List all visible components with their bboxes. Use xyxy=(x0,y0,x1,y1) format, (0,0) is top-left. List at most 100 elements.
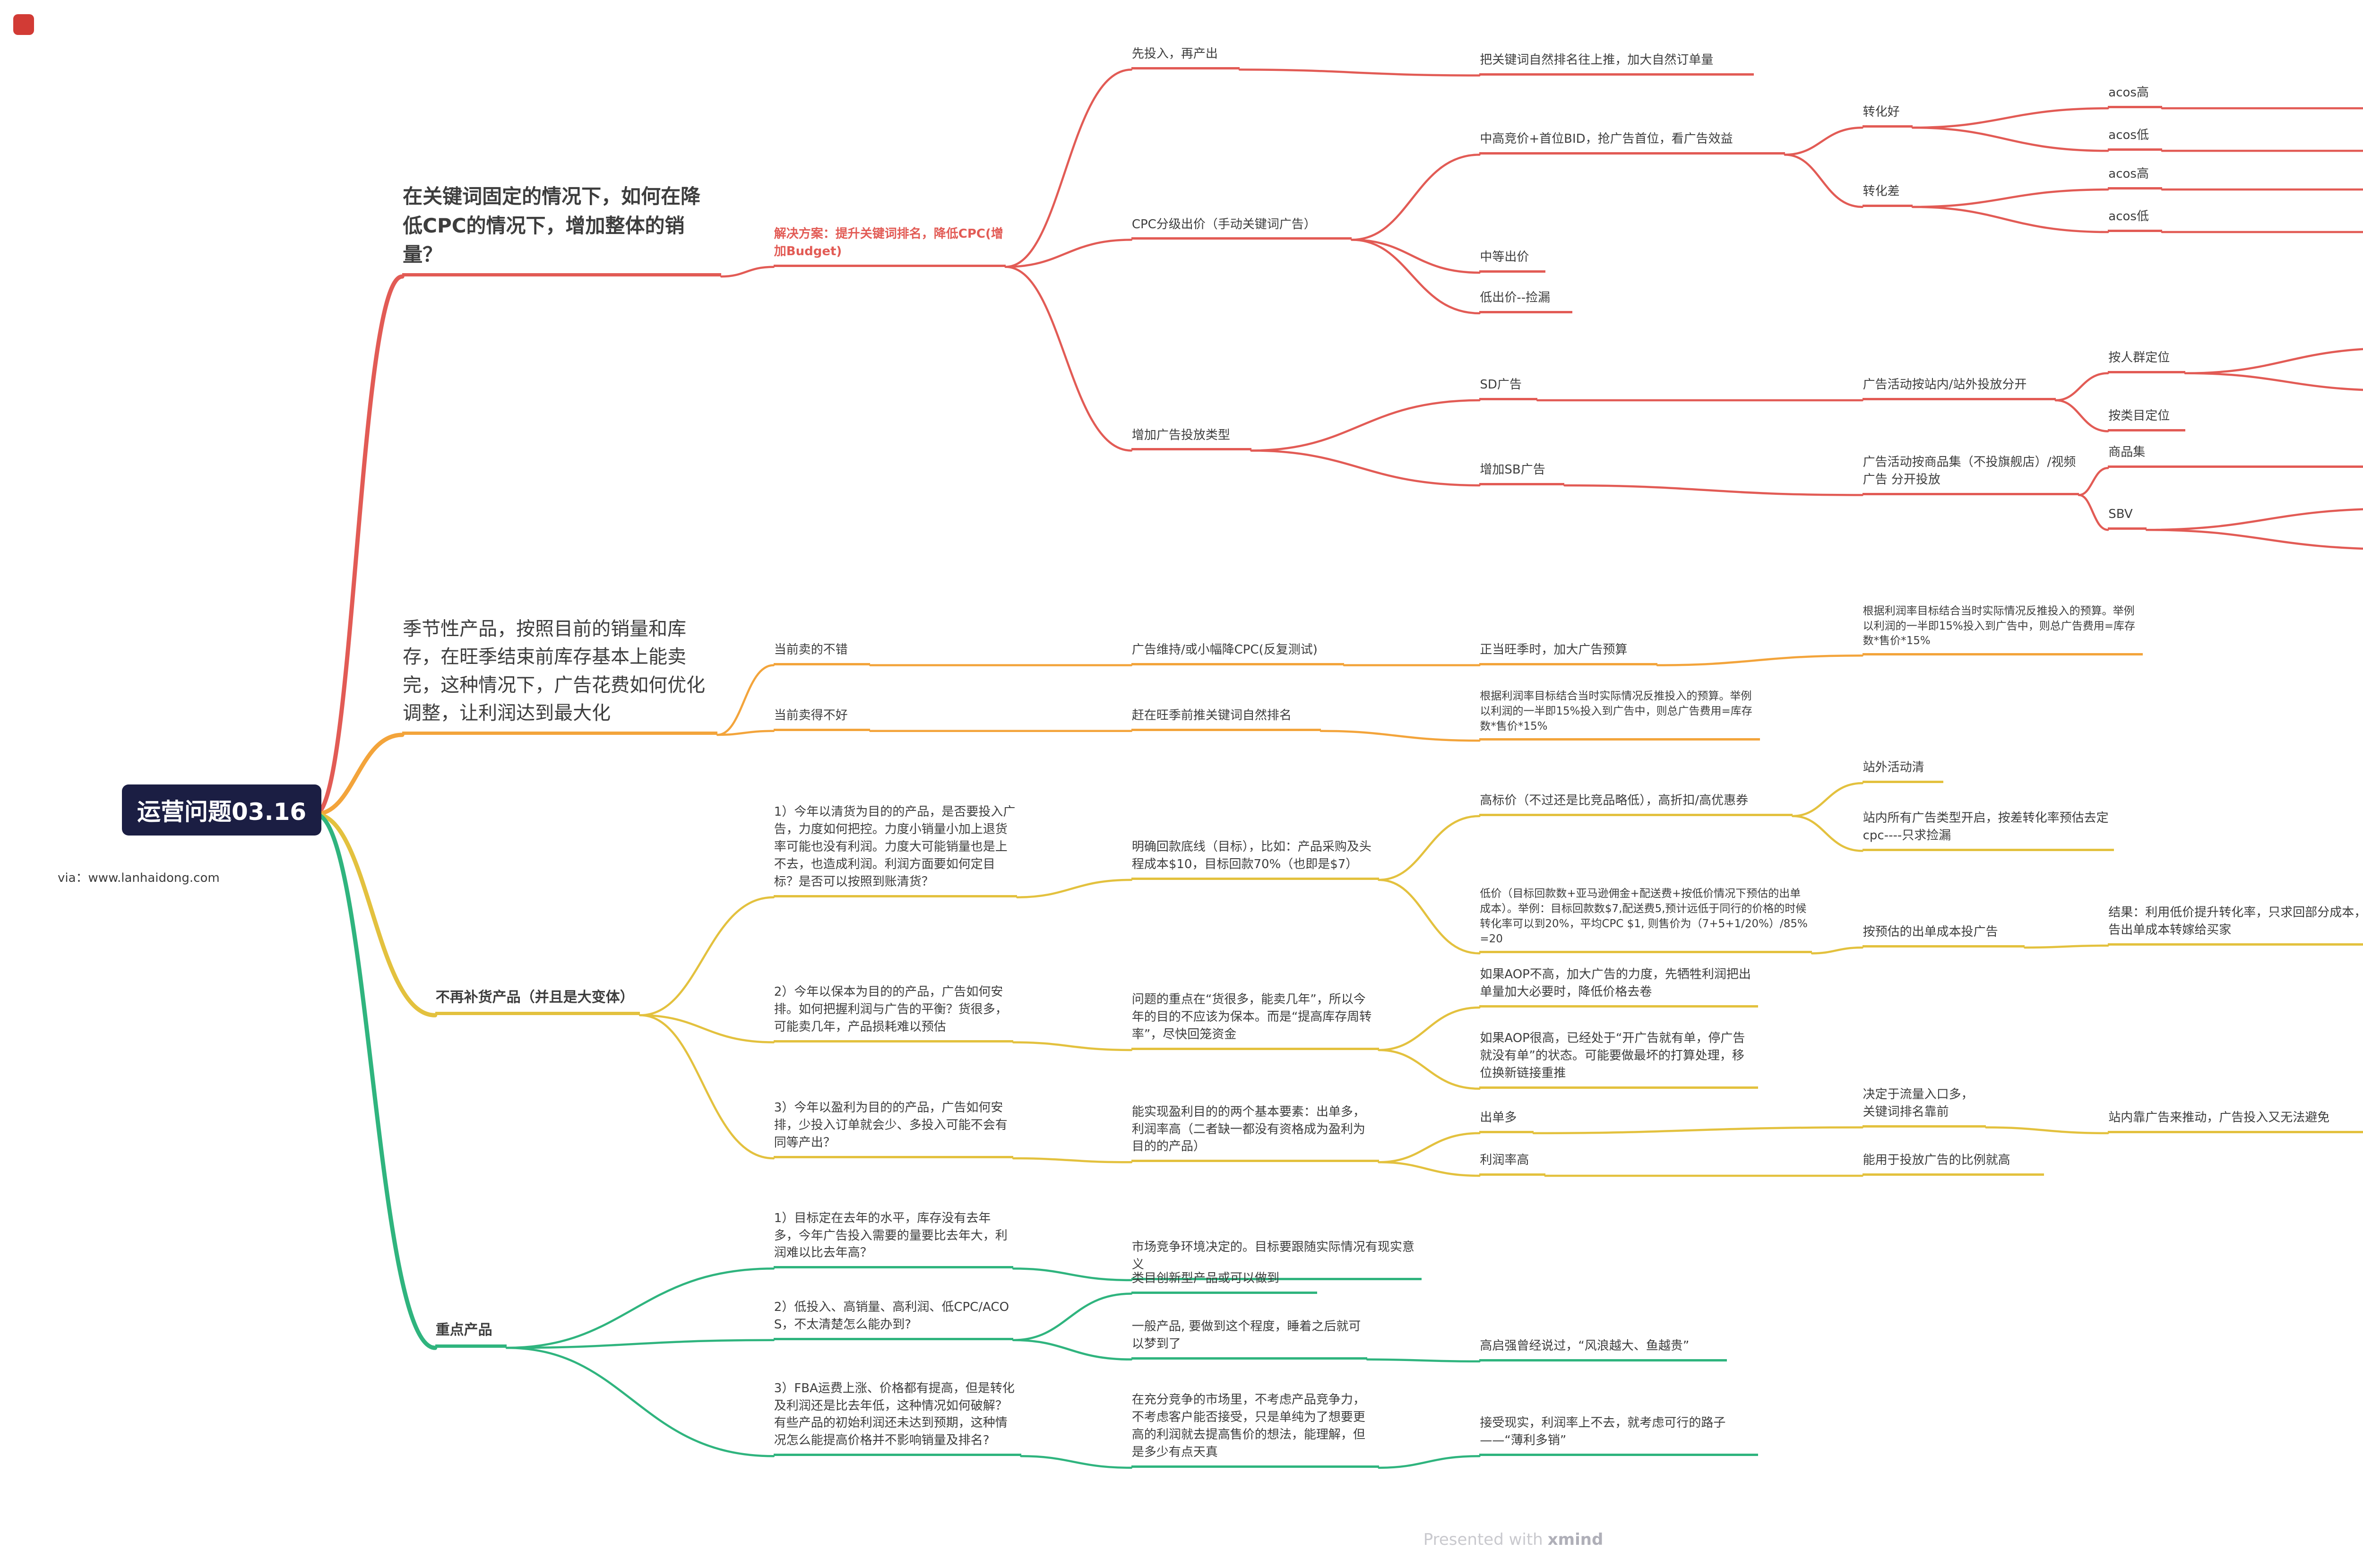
topic-b4[interactable]: 重点产品 xyxy=(435,1320,507,1348)
branch-connector xyxy=(2145,528,2363,550)
branch-connector xyxy=(1378,1006,1481,1051)
topic-n2a2b[interactable]: acos低 xyxy=(2108,208,2162,233)
branch-connector xyxy=(639,896,775,1017)
branch-connector xyxy=(1012,1292,1133,1342)
topic-n2[interactable]: CPC分级出价（手动关键词广告） xyxy=(1131,216,1352,240)
central-topic[interactable]: 运营问题03.16 xyxy=(122,784,322,836)
branch-connector xyxy=(639,1014,775,1043)
branch-connector xyxy=(313,732,405,817)
topic-b3q2a1[interactable]: 如果AOP不高，加大广告的力度，先牺牲利润把出单量加大必要时，降低价格去卷 xyxy=(1479,966,1758,1008)
topic-n3b1a[interactable]: 商品集 xyxy=(2108,444,2363,468)
branch-connector xyxy=(1351,239,1481,274)
topic-n3b[interactable]: 增加SB广告 xyxy=(1479,461,1565,486)
topic-b4q2b[interactable]: 一般产品, 要做到这个程度，睡着之后就可以梦到了 xyxy=(1131,1318,1368,1360)
branch-connector xyxy=(1563,484,1863,496)
topic-b3q1a1b[interactable]: 站内所有广告类型开启，按差转化率预估去定cpc----只求捡漏 xyxy=(1862,810,2114,851)
branch-connector xyxy=(716,664,775,736)
topic-b4q1[interactable]: 1）目标定在去年的水平，库存没有去年多，今年广告投入需要的量要比去年大，利润难以… xyxy=(773,1210,1014,1269)
topic-b3q3[interactable]: 3）今年以盈利为目的的产品，广告如何安排，少投入订单就会少、多投入可能不会有同等… xyxy=(773,1099,1014,1159)
branch-connector xyxy=(2184,348,2363,375)
branch-connector xyxy=(1378,879,1481,955)
topic-b1[interactable]: 在关键词固定的情况下，如何在降低CPC的情况下，增加整体的销量？ xyxy=(402,182,722,277)
branch-connector xyxy=(1911,107,2109,129)
topic-n2a2[interactable]: 转化差 xyxy=(1862,183,1913,207)
branch-connector xyxy=(313,812,438,1017)
topic-b2a2[interactable]: 正当旺季时，加大广告预算 xyxy=(1479,641,1657,665)
topic-n3b1b[interactable]: SBV xyxy=(2108,506,2147,530)
topic-n3a1[interactable]: 广告活动按站内/站外投放分开 xyxy=(1862,376,2056,401)
topic-n2b[interactable]: 中等出价 xyxy=(1479,249,1545,273)
topic-b3q1[interactable]: 1）今年以清货为目的的产品，是否要投入广告，力度如何把控。力度小销量小加上退货率… xyxy=(773,803,1018,897)
topic-b3q3a2[interactable]: 利润率高 xyxy=(1479,1152,1545,1176)
topic-n2a1a[interactable]: acos高 xyxy=(2108,84,2162,109)
topic-b2a3[interactable]: 根据利润率目标结合当时实际情况反推投入的预算。举例以利润的一半即15%投入到广告… xyxy=(1862,604,2143,656)
topic-b2[interactable]: 季节性产品，按照目前的销量和库存，在旺季结束前库存基本上能卖完，这种情况下，广告… xyxy=(402,615,718,735)
branch-connector xyxy=(1532,1126,1863,1135)
topic-b3q3a1[interactable]: 出单多 xyxy=(1479,1109,1534,1133)
topic-n2a2a[interactable]: acos高 xyxy=(2108,165,2162,190)
topic-b3q1a2a[interactable]: 按预估的出单成本投广告 xyxy=(1862,923,2025,948)
branch-connector xyxy=(1378,1161,1481,1177)
topic-b3q2[interactable]: 2）今年以保本为目的的产品，广告如何安排。如何把握利润与广告的平衡？货很多，可能… xyxy=(773,983,1014,1042)
topic-b3q3a[interactable]: 能实现盈利目的的两个基本要素：出单多，利润率高（二者缺一都没有资格成为盈利为目的… xyxy=(1131,1103,1379,1163)
topic-b2a[interactable]: 当前卖的不错 xyxy=(773,641,871,665)
branch-connector xyxy=(1378,1132,1481,1163)
topic-b3q1a1a[interactable]: 站外活动清 xyxy=(1862,759,1944,784)
branch-connector xyxy=(1784,154,1863,208)
topic-b3q1a2a1[interactable]: 结果：利用低价提升转化率，只求回部分成本，广告出单成本转嫁给买家 xyxy=(2108,904,2363,946)
topic-b4q2[interactable]: 2）低投入、高销量、高利润、低CPC/ACOS，不太清楚怎么能办到? xyxy=(773,1299,1014,1340)
topic-b1s[interactable]: 解决方案：提升关键词排名，降低CPC(增加Budget) xyxy=(773,225,1006,267)
branch-connector xyxy=(1250,449,1481,487)
topic-b3q1a2[interactable]: 低价（目标回款数+亚马逊佣金+配送费+按低价情况下预估的出单成本）。举例：目标回… xyxy=(1479,887,1812,954)
branch-connector xyxy=(1351,239,1481,315)
watermark-text: Presented with xyxy=(1423,1530,1543,1549)
branch-connector xyxy=(1378,1455,1481,1469)
topic-b4q3[interactable]: 3）FBA运费上涨、价格都有提高，但是转化及利润还是比去年低，这种情况如何破解？… xyxy=(773,1380,1021,1456)
topic-b2b1[interactable]: 赶在旺季前推关键词自然排名 xyxy=(1131,707,1321,731)
branch-connector xyxy=(1784,126,1863,156)
topic-n3a1b[interactable]: 按类目定位 xyxy=(2108,407,2185,431)
topic-n3a[interactable]: SD广告 xyxy=(1479,376,1538,401)
topic-b3q2a2[interactable]: 如果AOP很高，已经处于“开广告就有单，停广告就没有单”的状态。可能要做最坏的打… xyxy=(1479,1030,1758,1089)
branch-connector xyxy=(1012,1267,1133,1282)
branch-connector xyxy=(716,730,775,736)
topic-n2a[interactable]: 中高竞价+首位BID，抢广告首位，看广告效益 xyxy=(1479,130,1785,155)
topic-n1[interactable]: 先投入，再产出 xyxy=(1131,45,1240,70)
branch-connector xyxy=(1016,879,1133,898)
topic-b3[interactable]: 不再补货产品（并且是大变体） xyxy=(435,988,640,1016)
topic-b2b2[interactable]: 根据利润率目标结合当时实际情况反推投入的预算。举例以利润的一半即15%投入到广告… xyxy=(1479,689,1760,741)
topic-b2b[interactable]: 当前卖得不好 xyxy=(773,707,871,731)
topic-n2a1b[interactable]: acos低 xyxy=(2108,127,2162,151)
branch-connector xyxy=(2024,944,2109,949)
topic-n3[interactable]: 增加广告投放类型 xyxy=(1131,427,1251,451)
topic-n2c[interactable]: 低出价--捡漏 xyxy=(1479,289,1572,313)
via-watermark: via：www.lanhaidong.com xyxy=(58,871,220,885)
topic-n3b1[interactable]: 广告活动按商品集（不投旗舰店）/视频广告 分开投放 xyxy=(1862,454,2079,495)
branch-connector xyxy=(1985,1126,2109,1135)
topic-b3q3a1a[interactable]: 决定于流量入口多，关键词排名靠前 xyxy=(1862,1086,1986,1128)
topic-b3q3a1a1[interactable]: 站内靠广告来推动，广告投入又无法避免 xyxy=(2108,1109,2363,1133)
topic-b2a1[interactable]: 广告维持/或小幅降CPC(反复测试) xyxy=(1131,641,1344,665)
branch-connector xyxy=(505,1267,775,1349)
topic-b4q3a[interactable]: 在充分竞争的市场里，不考虑产品竞争力，不考虑客户能否接受，只是单纯为了想要更高的… xyxy=(1131,1391,1379,1468)
topic-b3q1a1[interactable]: 高标价（不过还是比竞品略低），高折扣/高优惠券 xyxy=(1479,792,1793,816)
topic-b4q1a[interactable]: 市场竞争环境决定的。目标要跟随实际情况有现实意义 xyxy=(1131,1239,1422,1280)
branch-connector xyxy=(2078,467,2109,496)
topic-b3q1a[interactable]: 明确回款底线（目标），比如：产品采购及头程成本$10，目标回款70%（也即是$7… xyxy=(1131,838,1379,880)
topic-n1a[interactable]: 把关键词自然排名往上推，加大自然订单量 xyxy=(1479,52,1754,76)
record-indicator-icon xyxy=(13,14,34,35)
topic-n3a1a[interactable]: 按人群定位 xyxy=(2108,349,2185,373)
topic-b4q2a[interactable]: 类目创新型产品或可以做到 xyxy=(1131,1270,1317,1294)
branch-connector xyxy=(1238,69,1481,77)
branch-connector xyxy=(1319,730,1481,742)
topic-b3q3a2a[interactable]: 能用于投放广告的比例就高 xyxy=(1862,1152,2044,1176)
branch-connector xyxy=(1378,1049,1481,1090)
topic-b4q3a1[interactable]: 接受现实，利润率上不去，就考虑可行的路子——“薄利多销” xyxy=(1479,1414,1758,1456)
topic-b4q2b1[interactable]: 高启强曾经说过，“风浪越大、鱼越贵” xyxy=(1479,1337,1727,1361)
topic-n2a1[interactable]: 转化好 xyxy=(1862,103,1913,128)
branch-connector xyxy=(1911,206,2109,233)
topic-b3q2a[interactable]: 问题的重点在“货很多，能卖几年”，所以今年的目的不应该为保本。而是“提高库存周转… xyxy=(1131,991,1379,1050)
branch-connector xyxy=(505,1346,775,1457)
branch-connector xyxy=(1004,69,1133,268)
